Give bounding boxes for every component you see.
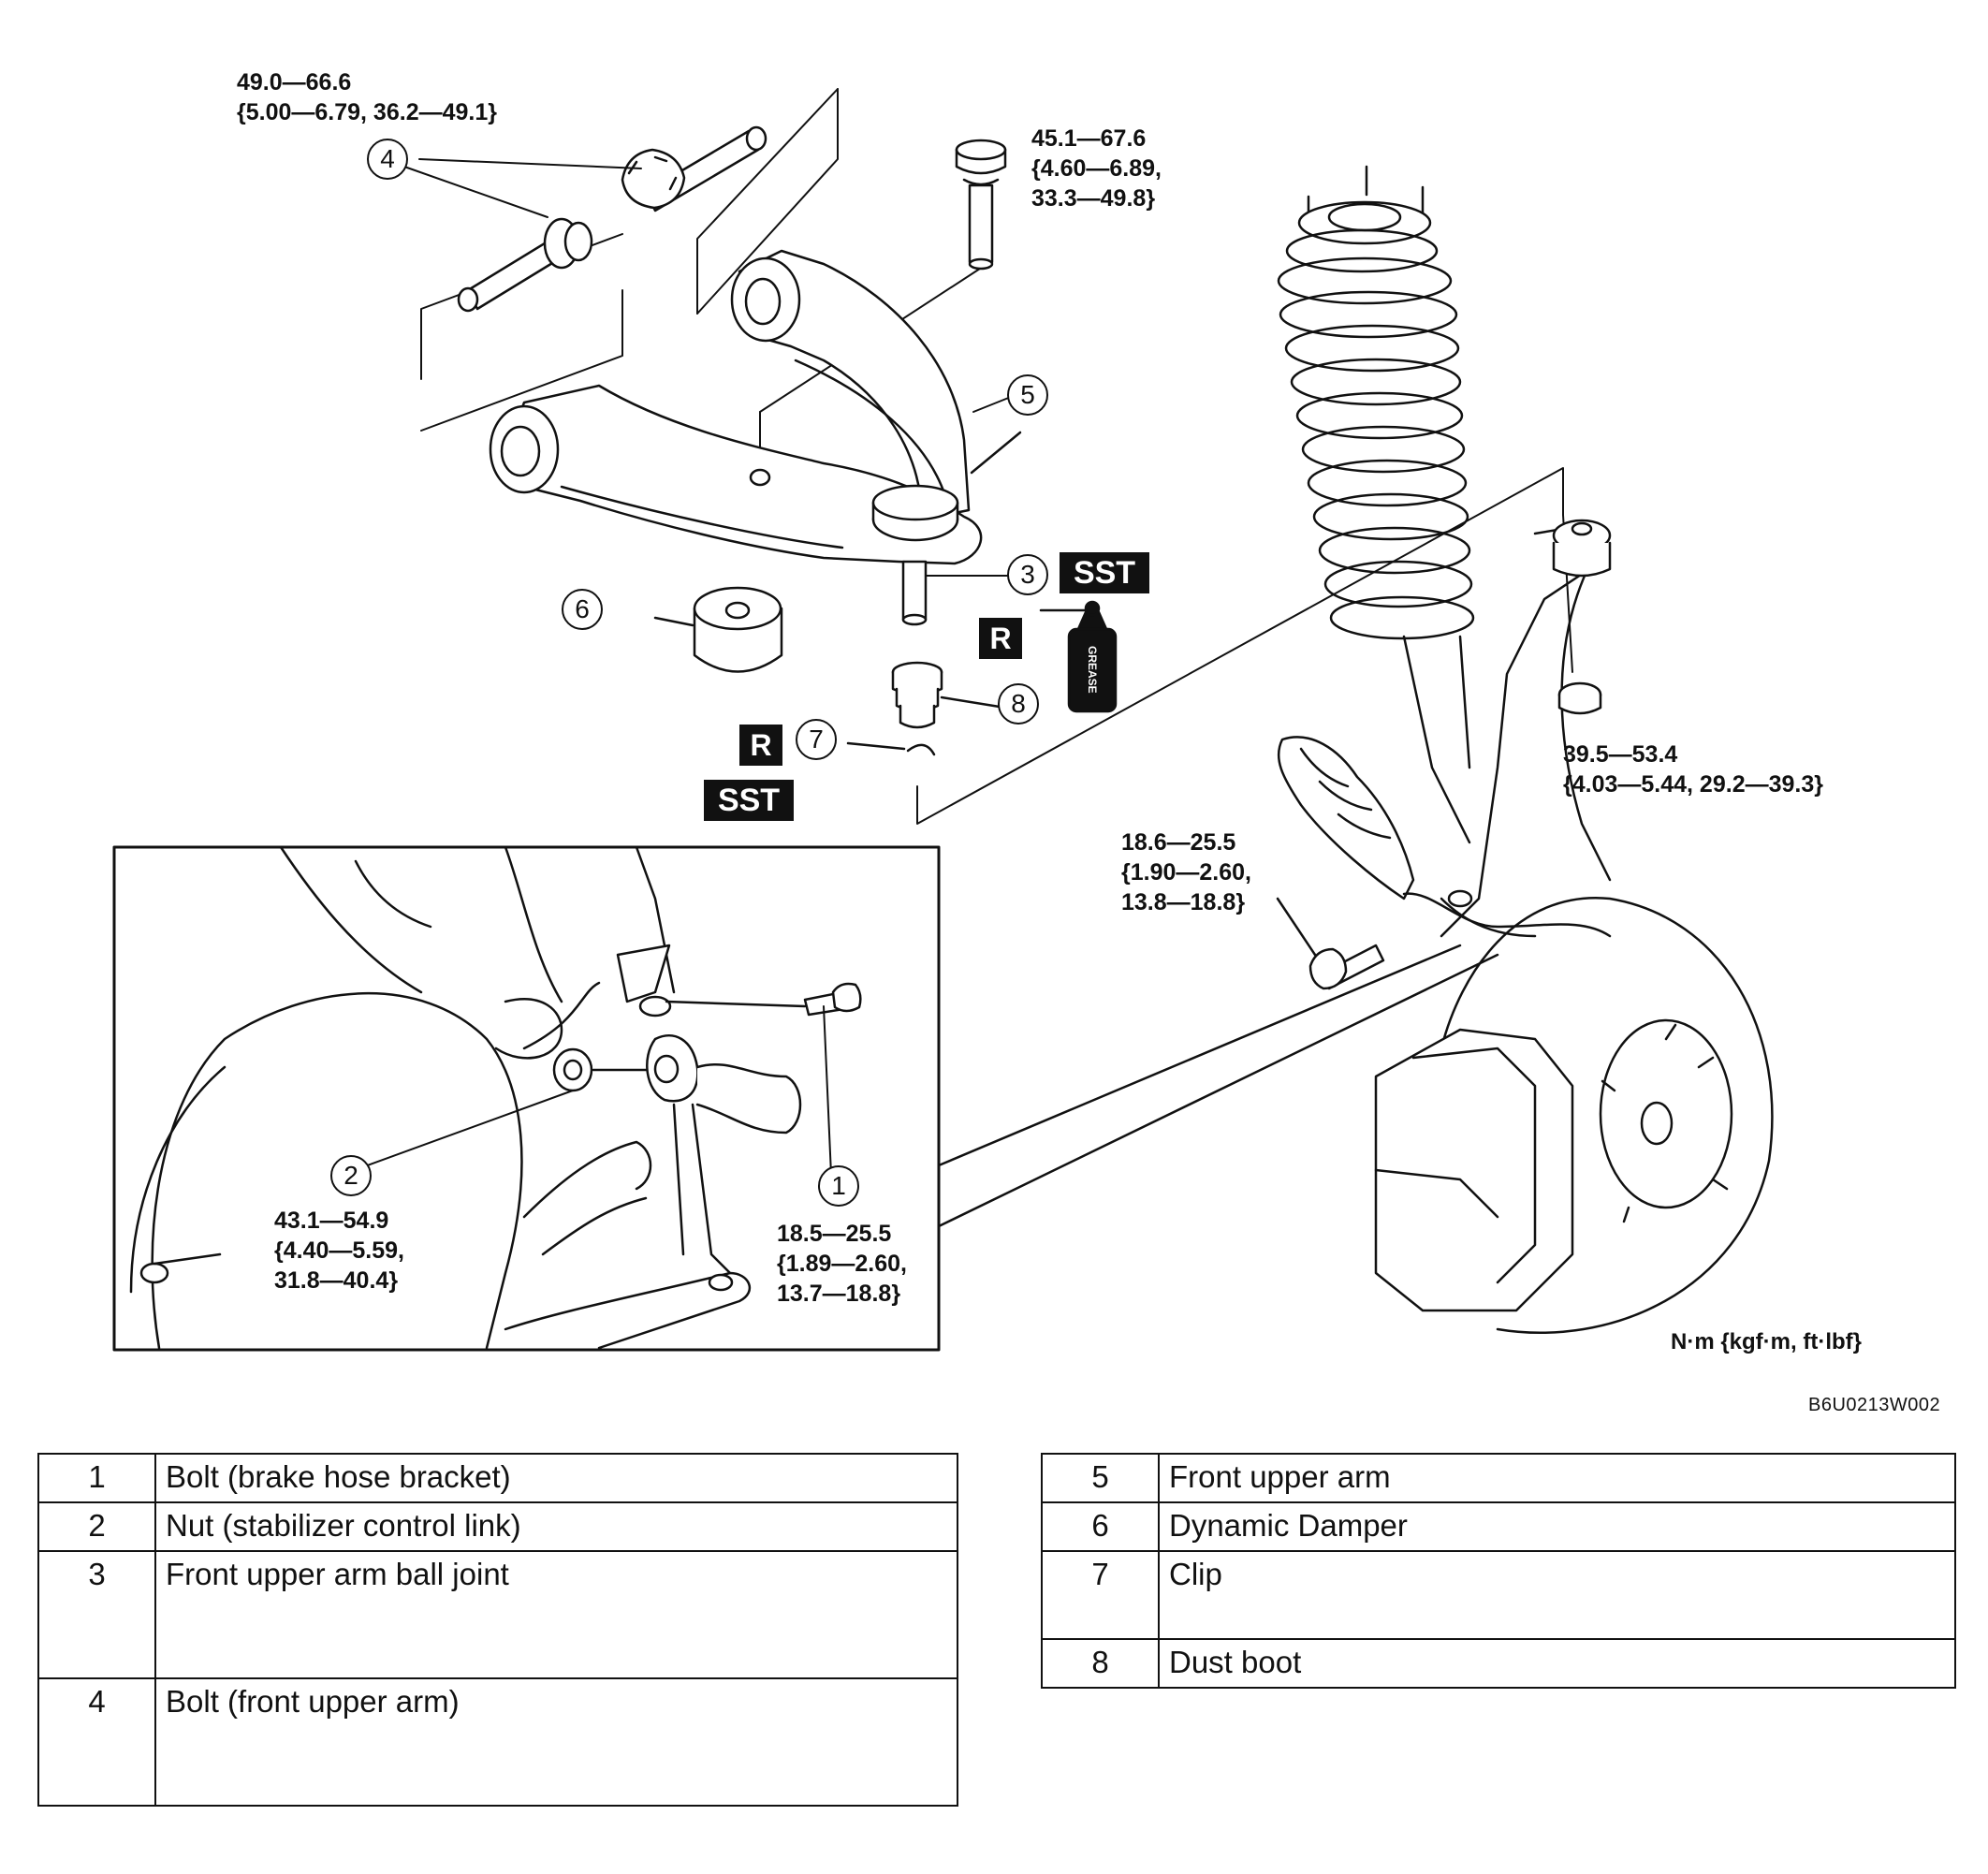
callout-8: 8 [998,683,1039,725]
torque-value-alt: {1.89—2.60, [777,1251,907,1277]
steering-knuckle [1440,519,1612,938]
table-row: 8 Dust boot [1041,1638,1956,1689]
parts-table-left: 1 Bolt (brake hose bracket) 2 Nut (stabi… [37,1453,958,1807]
table-row: 2 Nut (stabilizer control link) [37,1501,958,1552]
exploded-view-diagram [112,88,1774,1352]
torque-value: 39.5—53.4 [1563,741,1678,768]
part-name: Front upper arm ball joint [154,1550,958,1679]
brake-disc-caliper [1374,896,1774,1334]
torque-value-alt: {5.00—6.79, 36.2—49.1} [237,99,497,125]
detail-view-box [112,845,941,1352]
table-row: 6 Dynamic Damper [1041,1501,1956,1552]
torque-bolt-hose-main: 18.6—25.5 {1.90—2.60, 13.8—18.8} [1121,827,1251,917]
dust-boot [891,661,1007,729]
table-row: 4 Bolt (front upper arm) [37,1677,958,1807]
callout-2: 2 [330,1155,372,1196]
torque-nut-stabilizer: 43.1—54.9 {4.40—5.59, 31.8—40.4} [274,1206,404,1296]
part-name: Dynamic Damper [1158,1501,1956,1552]
bolt-hose-bracket-main [1276,897,1385,990]
torque-value: 43.1—54.9 [274,1208,389,1234]
part-name: Clip [1158,1550,1956,1640]
part-number: 8 [1041,1638,1160,1689]
part-number: 5 [1041,1453,1160,1503]
torque-value-alt: {4.60—6.89, [1031,155,1162,182]
detail-leader-lines [937,944,1499,1228]
part-name: Nut (stabilizer control link) [154,1501,958,1552]
part-number: 4 [37,1677,156,1807]
sst-badge: SST [1060,552,1149,593]
parts-table-right: 5 Front upper arm 6 Dynamic Damper 7 Cli… [1041,1453,1956,1689]
dynamic-damper [653,586,783,673]
callout-4: 4 [367,139,408,180]
bolt-vertical-top [955,139,1007,271]
callout-leaders [341,158,1021,1176]
part-name: Bolt (brake hose bracket) [154,1453,958,1503]
torque-value: 45.1—67.6 [1031,125,1147,152]
torque-nut-knuckle: 39.5—53.4 {4.03—5.44, 29.2—39.3} [1563,739,1823,799]
table-row: 1 Bolt (brake hose bracket) [37,1453,958,1503]
bolt-front-upper-arm-a [457,217,593,313]
front-upper-arm [489,249,1022,626]
torque-bolt-top: 45.1—67.6 {4.60—6.89, 33.3—49.8} [1031,124,1162,213]
torque-bolt-front-upper-arm: 49.0—66.6 {5.00—6.79, 36.2—49.1} [237,67,497,127]
grease-tube [1039,600,1118,713]
torque-units: N·m {kgf·m, ft·lbf} [1671,1329,1862,1354]
part-number: 3 [37,1550,156,1679]
clip [846,741,936,756]
bolt-front-upper-arm-b [621,125,767,212]
part-number: 6 [1041,1501,1160,1552]
replace-badge: R [979,618,1022,659]
torque-value-alt: {1.90—2.60, [1121,859,1251,886]
callout-3: 3 [1007,554,1048,595]
coil-spring-assembly [1277,165,1475,844]
torque-value-alt2: 13.8—18.8} [1121,889,1246,915]
brake-hose [1402,889,1612,938]
part-number: 2 [37,1501,156,1552]
callout-5: 5 [1007,374,1048,416]
table-row: 5 Front upper arm [1041,1453,1956,1503]
torque-value: 18.6—25.5 [1121,829,1236,856]
torque-value-alt2: 31.8—40.4} [274,1267,399,1294]
table-row: 3 Front upper arm ball joint [37,1550,958,1679]
torque-value-alt2: 13.7—18.8} [777,1281,901,1307]
torque-value-alt: {4.03—5.44, 29.2—39.3} [1563,771,1823,798]
replace-badge: R [739,725,782,766]
part-name: Dust boot [1158,1638,1956,1689]
torque-value: 18.5—25.5 [777,1221,892,1247]
callout-1: 1 [818,1165,859,1207]
drive-shaft-boot [1277,736,1415,900]
callout-7: 7 [796,719,837,760]
table-row: 7 Clip [1041,1550,1956,1640]
part-name: Front upper arm [1158,1453,1956,1503]
sst-badge: SST [704,780,794,821]
grease-label: GREASE [1086,646,1099,694]
torque-value-alt: {4.40—5.59, [274,1237,404,1264]
torque-bolt-brake-hose: 18.5—25.5 {1.89—2.60, 13.7—18.8} [777,1219,907,1309]
part-name: Bolt (front upper arm) [154,1677,958,1807]
callout-6: 6 [562,589,603,630]
torque-value: 49.0—66.6 [237,69,352,95]
figure-code: B6U0213W002 [1808,1395,1941,1415]
part-number: 7 [1041,1550,1160,1640]
part-number: 1 [37,1453,156,1503]
torque-value-alt2: 33.3—49.8} [1031,185,1156,212]
